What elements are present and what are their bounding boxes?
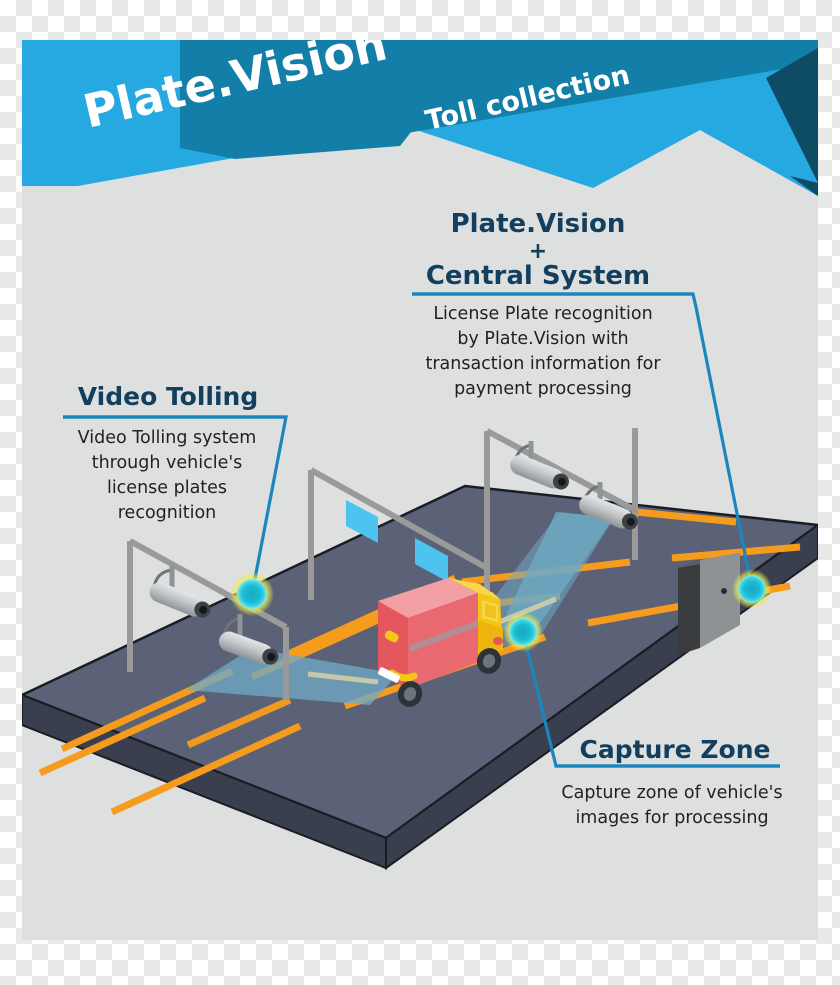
header-grey-cut-right [593,130,818,200]
truck-box-left [378,601,408,689]
header-ribbon-body [207,40,818,156]
marker-core [738,575,766,603]
cabinet-lock-icon [721,588,727,594]
callout-body-line: images for processing [575,808,768,828]
camera-lens-inner [557,477,566,486]
truck-box-top [378,578,478,618]
capture-point-markers [230,569,772,652]
cabinet-front [700,553,740,648]
truck-side-lamp [384,630,399,643]
lane-marking [671,543,801,562]
callout-video-tolling[interactable]: Video Tolling Video Tolling system throu… [63,382,286,523]
truck-windshield-glass [485,603,496,619]
truck-plate [378,667,400,683]
marker-video-tolling [230,572,274,616]
marker-central-system [732,569,772,609]
callout-central-system-title-line-1: Plate.Vision [451,209,626,239]
header-sliver-navy [790,176,818,196]
capture-beam-ground-line-right [491,596,557,628]
camera-mount-4 [579,482,638,530]
header-banner: Plate.Vision Toll collection [22,40,818,205]
callout-video-tolling-body: Video Tolling system through vehicle's l… [78,428,257,523]
roadside-cabinet [678,553,740,655]
truck-wheel-front-hub [482,654,496,668]
camera-body [510,455,564,489]
camera-lens-inner [267,652,276,661]
callout-central-system-title-line-3: Central System [426,261,650,291]
overhead-sign-2 [415,538,448,582]
truck-headlight [493,637,503,645]
camera-mount-3 [510,441,569,490]
callout-central-system-title-plus: + [529,239,547,264]
truck-wheel-rear-hub [403,687,417,701]
header-triangle-navy-right [766,48,818,183]
header-grey-cut-left [22,127,593,200]
lane-marking [635,508,737,526]
camera-lens-inner [199,605,208,614]
callout-capture-zone[interactable]: Capture Zone Capture zone of vehicle's i… [556,735,783,828]
callout-central-system-body: License Plate recognition by Plate.Visio… [425,304,661,399]
overhead-sign-1 [346,500,378,543]
callout-central-system[interactable]: Plate.Vision + Central System License Pl… [412,209,693,399]
delivery-truck [378,578,503,707]
camera-body [579,495,633,529]
truck-cab-roof [466,586,500,599]
callout-body-line: Video Tolling system [78,428,257,448]
marker-core [237,579,267,609]
callout-body-line: by Plate.Vision with [457,329,628,349]
lane-marking [110,722,302,816]
isometric-road-scene [22,428,818,870]
callout-body-line: recognition [118,503,217,523]
callout-body-line: payment processing [454,379,632,399]
capture-beam-ground-line-left [307,671,379,685]
camera-body [149,582,205,617]
camera-mount-2 [218,614,279,665]
truck-box-front [408,593,478,689]
camera-body [218,631,273,664]
gantry-beam [485,428,637,513]
camera-mount-1 [149,566,211,618]
camera-lens-inner [626,517,635,526]
gantry-beam [309,467,489,571]
callout-body-line: License Plate recognition [433,304,652,324]
callout-body-line: through vehicle's [92,453,243,473]
marker-capture-zone [503,612,543,652]
callout-body-line: Capture zone of vehicle's [561,783,782,803]
marker-core [509,618,537,646]
callout-video-tolling-title: Video Tolling [78,382,259,411]
callout-capture-zone-title: Capture Zone [580,735,771,764]
lane-marking [186,696,292,749]
callout-capture-zone-body: Capture zone of vehicle's images for pro… [561,783,782,828]
callout-body-line: transaction information for [425,354,661,374]
capture-beam-left [186,648,398,705]
cabinet-side-dark [678,560,700,655]
lane-marking [38,694,207,777]
gantry-right [484,428,638,560]
callout-body-line: license plates [107,478,227,498]
truck-box-stripe [410,620,478,652]
